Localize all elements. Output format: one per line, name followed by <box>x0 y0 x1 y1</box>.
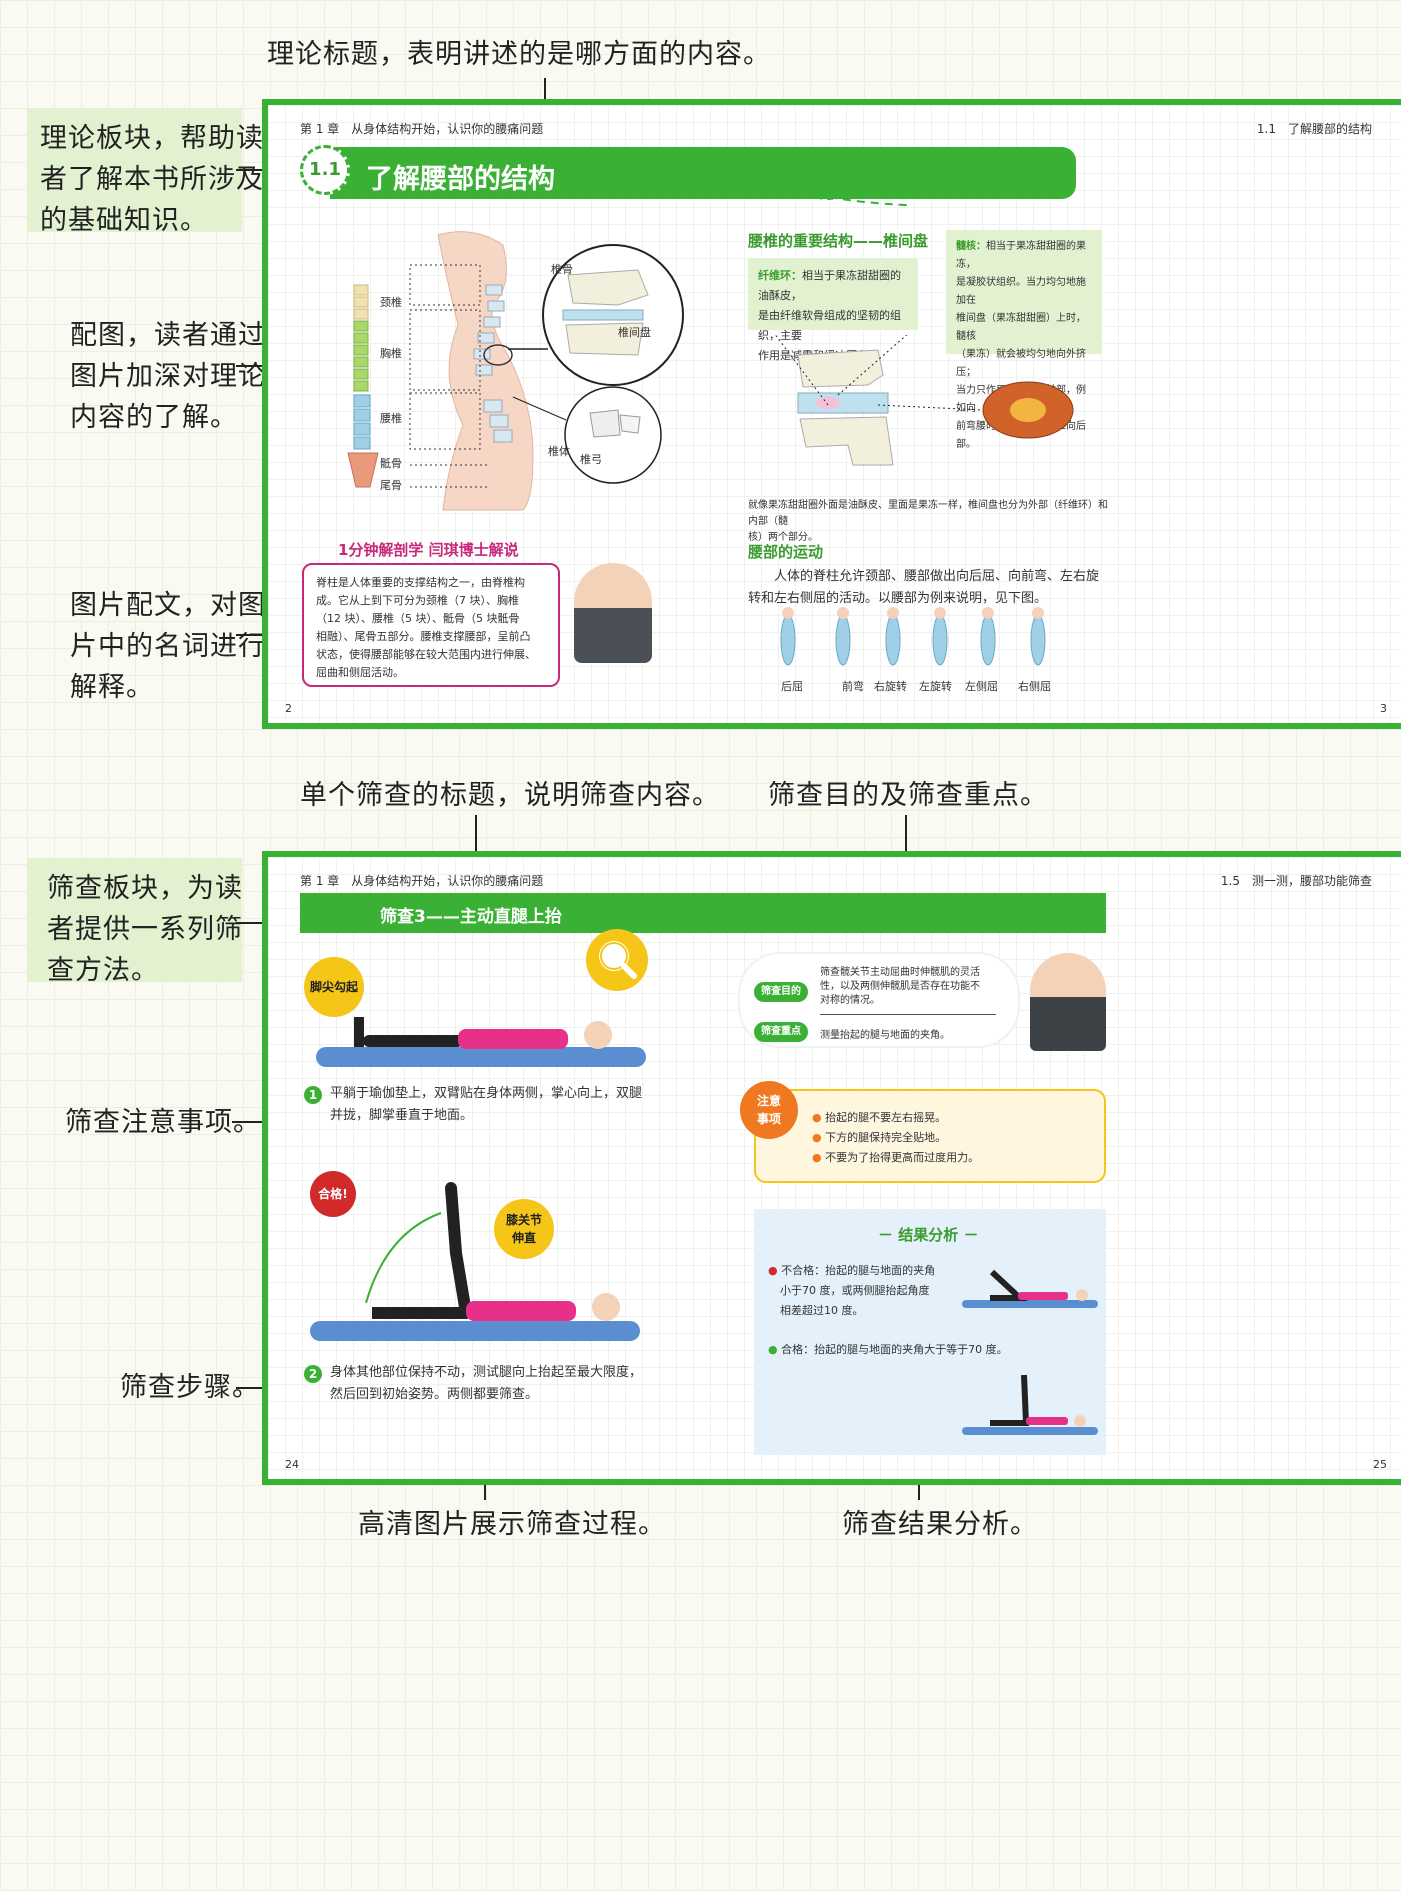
notice-list: ● 抬起的腿不要左右摇晃。 ● 下方的腿保持完全贴地。 ● 不要为了抬得更高而过… <box>812 1111 980 1164</box>
section-header: 1.5 测一测，腰部功能筛查 <box>1220 874 1372 888</box>
spine-label-thoracic: 胸椎 <box>380 347 402 360</box>
fail-photo <box>962 1269 1098 1308</box>
disc-section-title: 腰椎的重要结构——椎间盘 <box>748 232 929 250</box>
step1-photo <box>316 1017 646 1067</box>
spine-label-lumbar: 腰椎 <box>380 412 402 425</box>
annotation-box-screen-section <box>27 858 242 982</box>
pass-photo <box>962 1374 1098 1435</box>
annotation-screen-purpose: 筛查目的及筛查重点。 <box>768 780 1048 811</box>
result-panel <box>754 1209 1106 1455</box>
section-header: 1.1 了解腰部的结构 <box>1256 122 1372 136</box>
pass-badge: 合格! <box>310 1171 356 1217</box>
tip-title: 1分钟解剖学 闫琪博士解说 <box>338 541 519 559</box>
step1-text: 平躺于瑜伽垫上，双臂贴在身体两侧，掌心向上，双腿并拢，脚掌垂直于地面。 <box>330 1086 643 1123</box>
page-number-left: 2 <box>285 702 292 715</box>
chapter-header: 第 1 章 从身体结构开始，认识你的腰痛问题 <box>300 874 544 888</box>
annotation-hd-photos: 高清图片展示筛查过程。 <box>358 1509 666 1540</box>
disc-caption: 就像果冻甜甜圈外面是油酥皮、里面是果冻一样，椎间盘也分为外部（纤维环）和内部（髓… <box>748 500 1108 543</box>
page-number-left: 24 <box>285 1458 299 1471</box>
book-spread-screening: 第 1 章 从身体结构开始，认识你的腰痛问题 1.5 测一测，腰部功能筛查 筛查… <box>262 851 1401 1485</box>
knee-badge: 膝关节伸直 <box>494 1199 554 1259</box>
annotation-screen-notes: 筛查注意事项。 <box>65 1107 261 1138</box>
annulus-note: 纤维环：相当于果冻甜甜圈的油酥皮，是由纤维软骨组成的坚韧的组织，主要作用是减震和… <box>748 258 918 362</box>
fail-text: ● 不合格：抬起的腿与地面的夹角 小于70 度，或两侧腿抬起角度 相差超过10 … <box>768 1264 936 1317</box>
notice-box <box>754 1089 1106 1183</box>
annotation-caption: 图片配文，对图 片中的名词进行 解释。 <box>70 590 266 703</box>
purpose-text: 筛查髋关节主动屈曲时伸髋肌的灵活性，以及两侧伸髋肌是否存在功能不对称的情况。 <box>820 967 980 1006</box>
annotation-theory-title: 理论标题，表明讲述的是哪方面的内容。 <box>267 39 771 70</box>
motion-label-left-rotation: 左旋转 <box>919 680 952 693</box>
motion-label-right-rotation: 右旋转 <box>874 680 907 693</box>
section-title-banner: 了解腰部的结构 <box>330 147 1076 199</box>
magnifier-icon <box>586 929 648 991</box>
page-number-right: 25 <box>1373 1458 1387 1471</box>
coach-avatar <box>1030 953 1106 1051</box>
decorative-dashes <box>718 174 909 206</box>
annotation-screen-steps: 筛查步骤。 <box>120 1372 260 1403</box>
motion-figures <box>768 605 1068 675</box>
notice-badge: 注意事项 <box>740 1081 798 1139</box>
step2-text: 身体其他部位保持不动，测试腿向上抬起至最大限度，然后回到初始姿势。两侧都要筛查。 <box>330 1365 643 1402</box>
zoom-label-body: 椎体 <box>548 445 570 458</box>
motion-label-left-bend: 左侧屈 <box>965 680 998 693</box>
motion-label-right-bend: 右侧屈 <box>1018 680 1051 693</box>
zoom-label-disc: 椎间盘 <box>618 326 651 339</box>
focus-text: 测量抬起的腿与地面的夹角。 <box>820 1030 950 1041</box>
spine-label-sacrum: 骶骨 <box>380 457 402 470</box>
annotation-theory-section: 理论板块，帮助读 者了解本书所涉及 的基础知识。 <box>40 123 264 236</box>
zoom-label-vertebra: 椎骨 <box>551 263 573 276</box>
page-number-right: 3 <box>1380 702 1387 715</box>
chapter-header: 第 1 章 从身体结构开始，认识你的腰痛问题 <box>300 122 544 136</box>
spine-illustration <box>347 231 684 511</box>
annotation-screen-section: 筛查板块，为读 者提供一系列筛 查方法。 <box>47 873 243 986</box>
spine-label-cervical: 颈椎 <box>380 296 402 309</box>
step2-photo <box>310 1182 640 1341</box>
motion-text: 人体的脊柱允许颈部、腰部做出向后屈、向前弯、左右旋转和左右侧屈的活动。以腰部为例… <box>748 569 1100 606</box>
step2-number: 2 <box>304 1365 322 1383</box>
annotation-screen-title: 单个筛查的标题，说明筛查内容。 <box>300 780 720 811</box>
purpose-cloud: 筛查目的 筛查髋关节主动屈曲时伸髋肌的灵活性，以及两侧伸髋肌是否存在功能不对称的… <box>740 954 1018 1046</box>
spine-label-coccyx: 尾骨 <box>380 479 402 492</box>
motion-section-title: 腰部的运动 <box>748 543 824 561</box>
page-title: 了解腰部的结构 <box>366 164 555 195</box>
focus-tag: 筛查重点 <box>754 1022 808 1042</box>
annotation-result-analysis: 筛查结果分析。 <box>842 1509 1038 1540</box>
annotation-box-theory-section <box>27 108 242 232</box>
book-spread-theory: 第 1 章 从身体结构开始，认识你的腰痛问题 1.1 了解腰部的结构 了解腰部的… <box>262 99 1401 729</box>
pass-text: ● 合格：抬起的腿与地面的夹角大于等于70 度。 <box>768 1343 1008 1356</box>
motion-label-flexion: 前弯 <box>842 680 864 693</box>
screening-title-banner: 筛查3——主动直腿上抬 <box>300 893 1106 933</box>
result-title: － 结果分析 － <box>878 1226 979 1244</box>
section-number-badge: 1.1 <box>300 145 350 195</box>
screening-title: 筛查3——主动直腿上抬 <box>380 907 562 927</box>
foot-flex-badge: 脚尖勾起 <box>304 957 364 1017</box>
motion-label-extension: 后屈 <box>781 680 803 693</box>
divider <box>820 1014 996 1015</box>
annotation-figure: 配图，读者通过 图片加深对理论 内容的了解。 <box>70 320 266 433</box>
purpose-tag: 筛查目的 <box>754 982 808 1002</box>
zoom-label-arch: 椎弓 <box>580 453 602 466</box>
doctor-avatar <box>574 563 652 663</box>
tip-box: 脊柱是人体重要的支撑结构之一，由脊椎构成。它从上到下可分为颈椎（7 块）、胸椎（… <box>302 563 560 687</box>
disc-illustration <box>774 335 1074 466</box>
step1-number: 1 <box>304 1086 322 1104</box>
